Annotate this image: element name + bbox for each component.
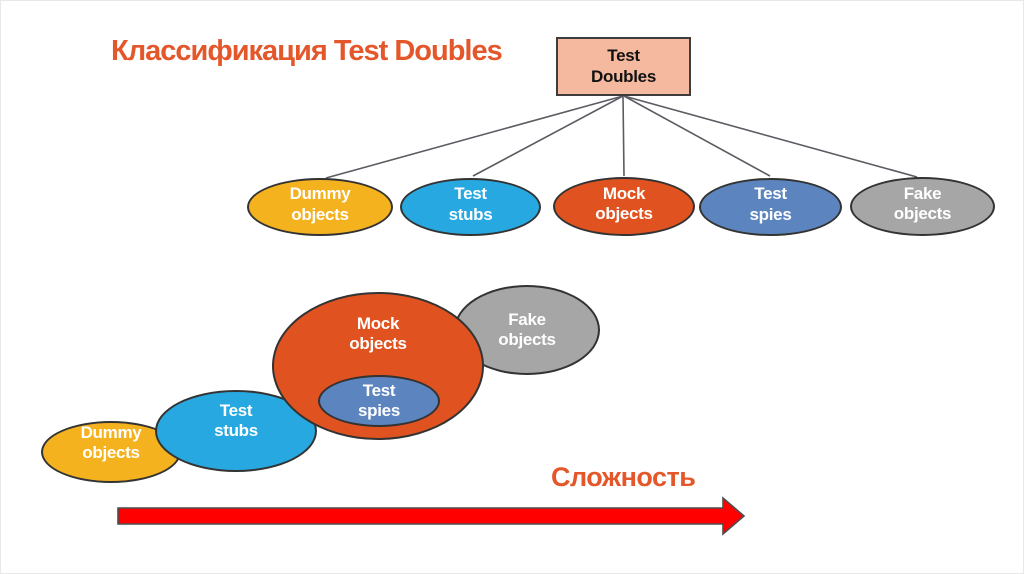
node-label-line1: Fake (903, 183, 942, 203)
complexity-arrow (117, 496, 746, 536)
node-test-stubs: Test stubs (400, 178, 541, 236)
venn-dummy-objects: Dummy objects (41, 421, 181, 483)
connector-line-test-spies (623, 95, 771, 177)
venn-label-line1: Test (362, 380, 396, 400)
venn-mock-objects: Mock objects (272, 292, 484, 440)
venn-label-line1: Fake (508, 309, 546, 329)
node-label-line2: Doubles (591, 66, 656, 86)
venn-label-line1: Test (219, 400, 253, 420)
venn-label-line1: Mock (356, 314, 400, 333)
node-label-line1: Test (607, 46, 640, 66)
node-label-line1: Test (754, 184, 787, 204)
venn-label-line2: spies (358, 401, 400, 420)
connector-line-mock-objects (622, 95, 625, 177)
connector-line-dummy-objects (325, 95, 624, 179)
node-label-line2: spies (749, 204, 792, 224)
node-test-spies: Test spies (699, 178, 842, 236)
venn-label-line1: Dummy (80, 422, 142, 442)
node-label-line1: Mock (602, 183, 646, 203)
complexity-axis-label: Сложность (551, 462, 696, 492)
venn-label-line2: objects (349, 334, 407, 354)
node-label-line2: stubs (448, 204, 493, 224)
slide-title: Классификация Test Doubles (111, 35, 503, 67)
venn-label-line2: objects (498, 330, 556, 349)
node-fake-objects: Fake objects (850, 177, 995, 236)
connector-line-fake-objects (623, 95, 918, 178)
node-label-line2: objects (595, 204, 653, 223)
node-dummy-objects: Dummy objects (247, 178, 393, 236)
venn-test-stubs: Test stubs (155, 390, 317, 472)
node-label-line1: Test (454, 184, 487, 204)
node-label-line2: objects (893, 204, 952, 223)
venn-test-spies: Test spies (318, 375, 440, 427)
venn-label-line2: stubs (214, 421, 258, 440)
node-test-doubles-root: Test Doubles (556, 37, 691, 96)
connector-line-test-stubs (472, 95, 624, 177)
venn-label-line2: objects (82, 443, 140, 462)
node-label-line2: objects (291, 204, 349, 224)
node-label-line1: Dummy (289, 184, 351, 204)
node-mock-objects: Mock objects (553, 177, 695, 236)
